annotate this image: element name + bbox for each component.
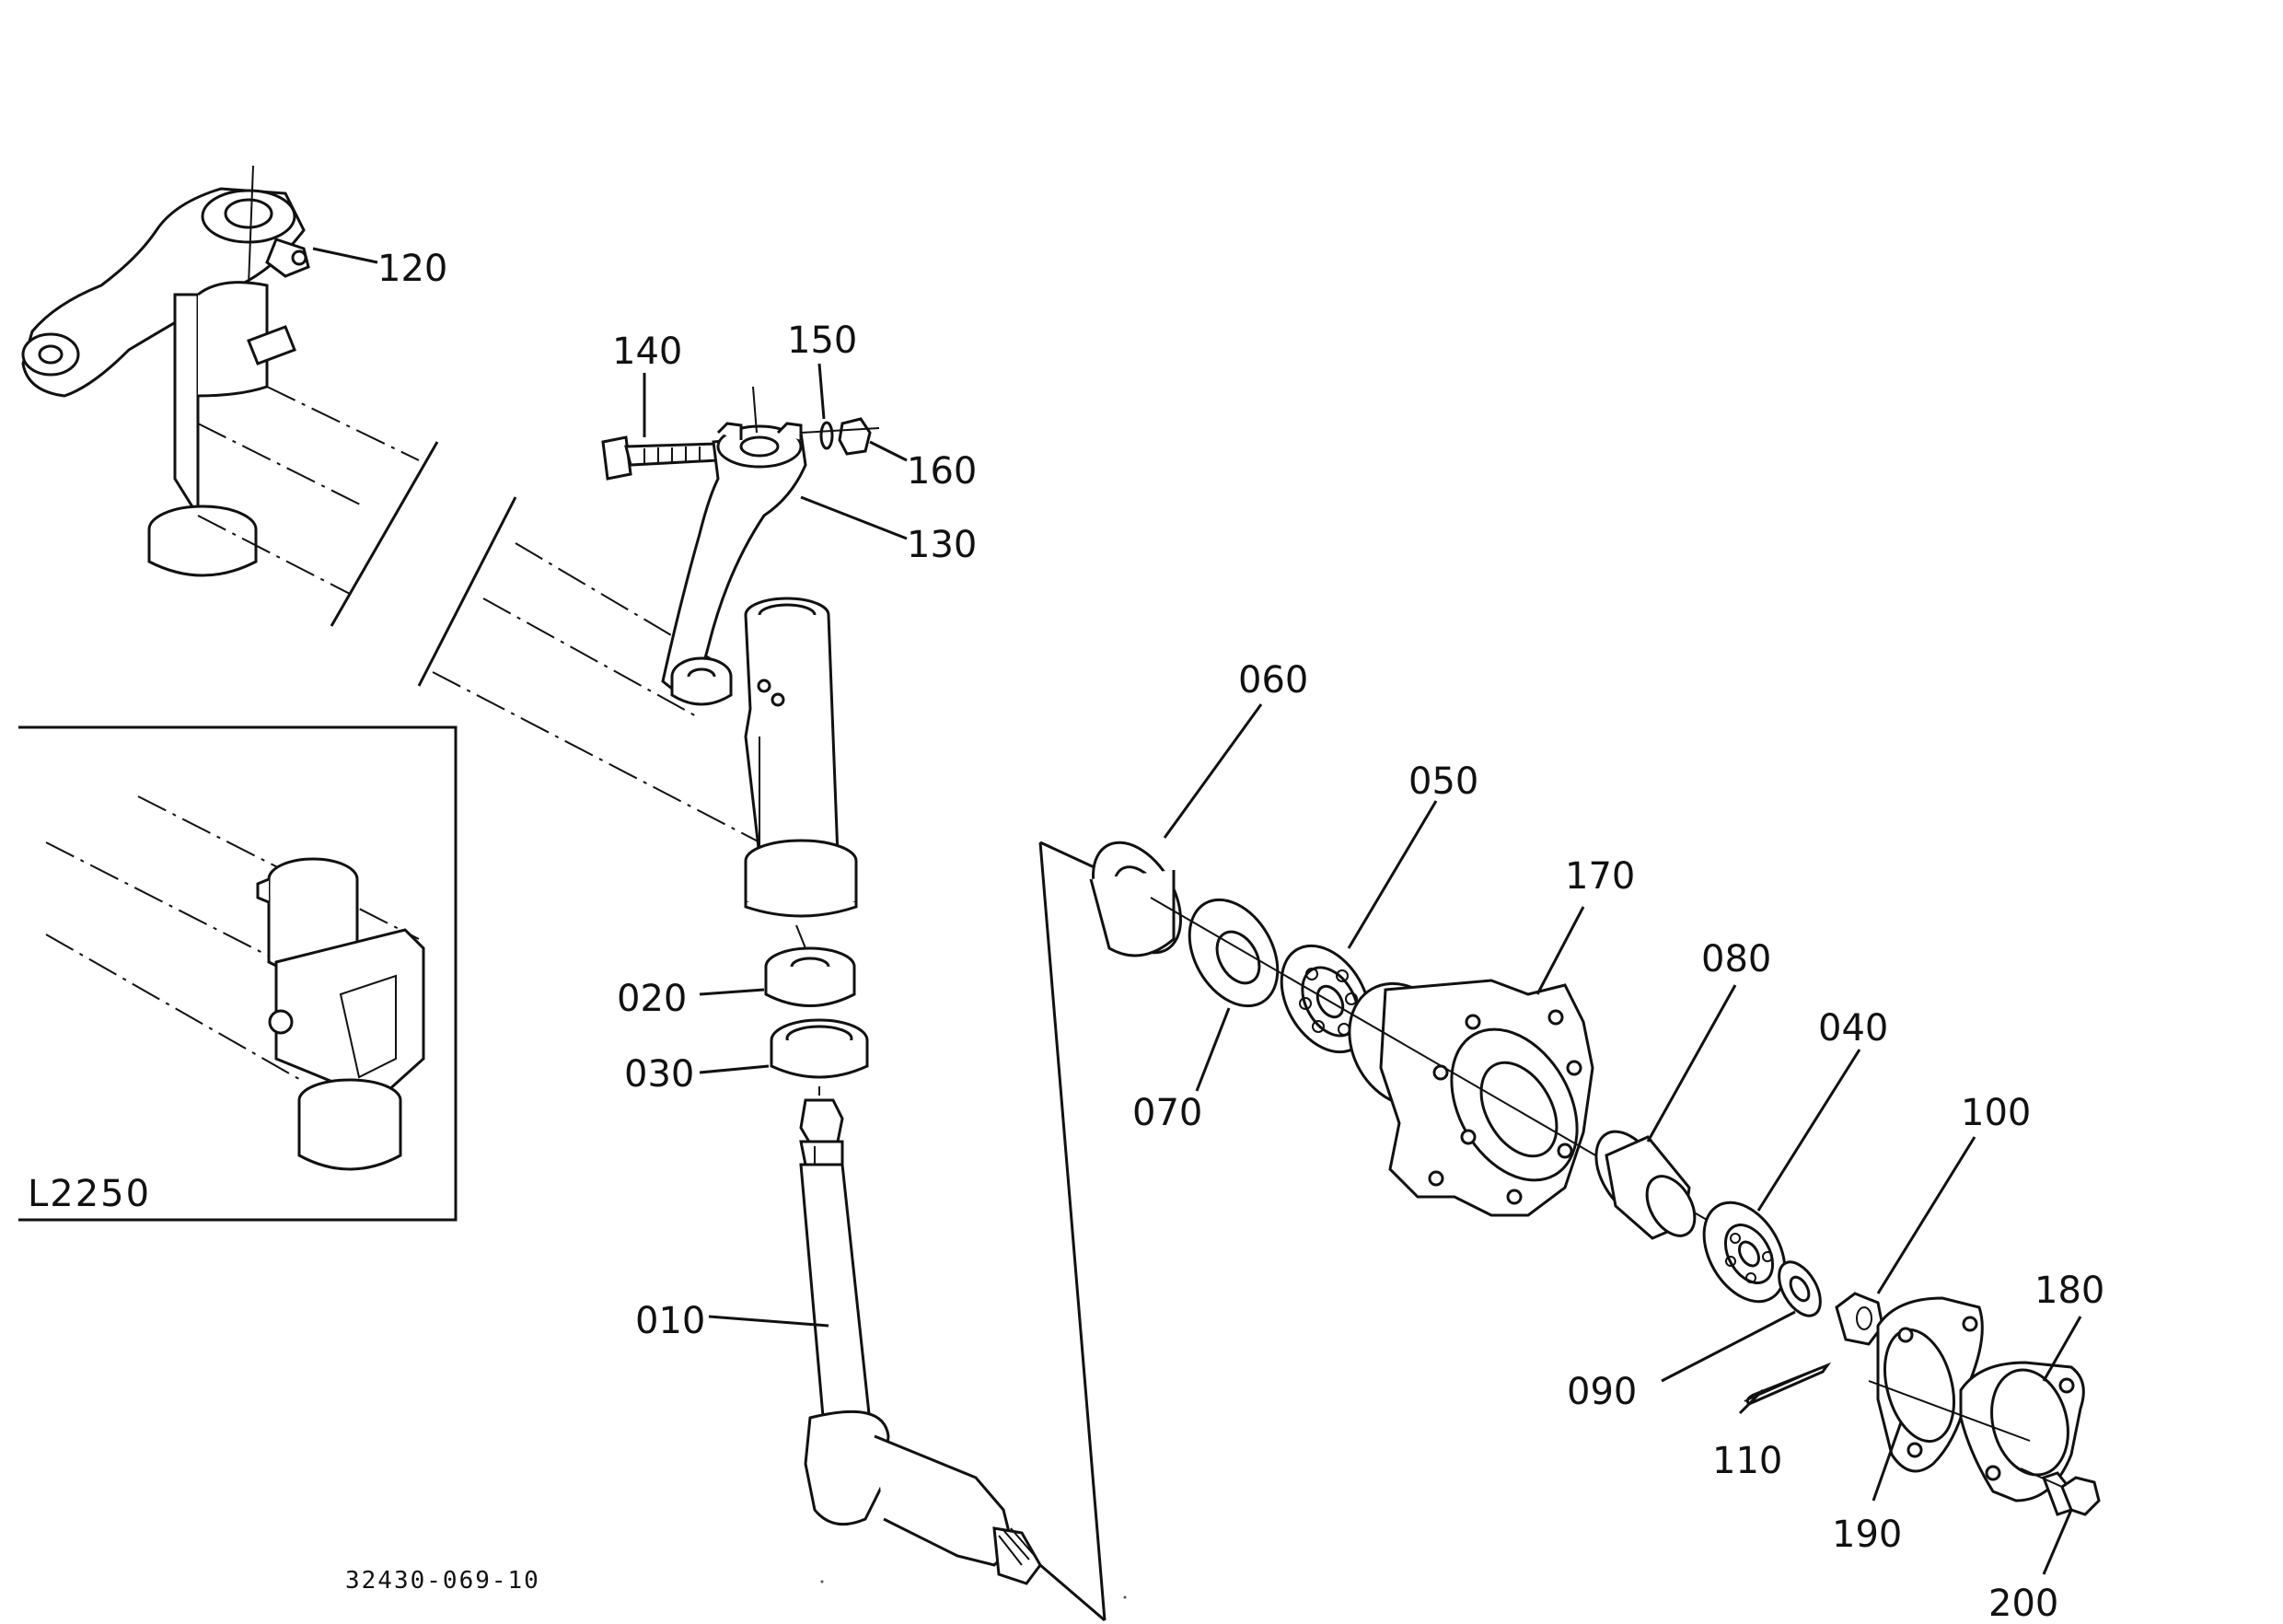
callout-050: 050 <box>1408 760 1478 803</box>
leader-lines <box>312 247 2082 1575</box>
callout-070: 070 <box>1132 1092 1202 1134</box>
inset-l2250: L2250 <box>18 725 458 1222</box>
cap-group <box>1868 1296 2101 1516</box>
callout-100: 100 <box>1961 1092 2031 1134</box>
callout-190: 190 <box>1832 1514 1902 1556</box>
spacer-bearing-group <box>1594 1130 1884 1406</box>
callout-130: 130 <box>907 524 977 566</box>
callout-010: 010 <box>635 1300 705 1342</box>
callout-080: 080 <box>1701 938 1771 980</box>
knuckle-010 <box>799 1098 1042 1585</box>
callout-150: 150 <box>787 319 857 362</box>
callout-020: 020 <box>617 978 687 1020</box>
steering-arm-120 <box>21 165 770 848</box>
callout-170: 170 <box>1565 855 1635 898</box>
inset-label: L2250 <box>28 1173 151 1215</box>
callout-090: 090 <box>1567 1371 1637 1413</box>
callout-030: 030 <box>624 1053 694 1096</box>
callout-040: 040 <box>1818 1007 1888 1050</box>
drawing-number: 32430-069-10 <box>345 1567 540 1595</box>
callout-060: 060 <box>1238 659 1308 702</box>
kingpin-tube <box>744 597 869 1096</box>
knuckle-arm-130 <box>601 386 880 706</box>
callout-140: 140 <box>612 331 682 373</box>
callout-160: 160 <box>907 450 977 493</box>
callout-110: 110 <box>1712 1440 1782 1482</box>
callout-180: 180 <box>2034 1270 2104 1312</box>
callout-200: 200 <box>1988 1583 2058 1624</box>
callout-120: 120 <box>377 248 447 290</box>
hub-assembly <box>1089 841 1732 1235</box>
callout-labels: 120 140 150 160 130 060 050 170 080 040 … <box>377 248 2104 1624</box>
